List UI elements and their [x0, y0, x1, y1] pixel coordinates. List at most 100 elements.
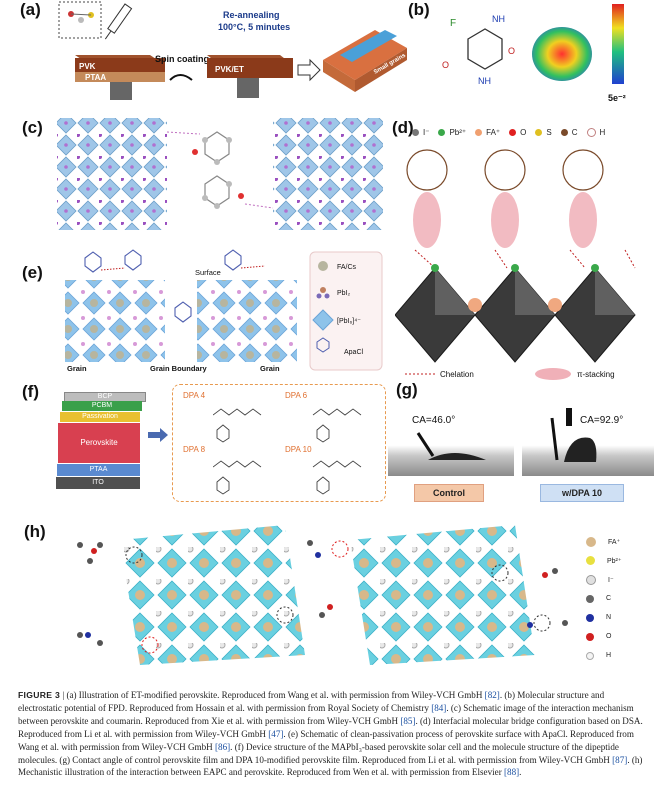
nh-text-top: NH: [492, 14, 505, 24]
panel-h-legend: FA⁺ Pb²⁺ I⁻ C N O H: [586, 532, 656, 665]
h-legend-h: H: [586, 646, 656, 665]
fa-sphere-icon: [586, 536, 596, 547]
grain-right-text: Grain: [260, 364, 280, 373]
f-atom-text: F: [450, 18, 456, 29]
caption-part: . (f) Device structure of the MAPbI₃-bas…: [18, 741, 619, 765]
chelation-text: Chelation: [440, 370, 474, 379]
caption-part: .: [519, 767, 522, 778]
panel-e-illustration: Surface Grain Grain Boundary Grain FA/Cs…: [65, 249, 383, 373]
layer-passivation: Passivation: [60, 412, 140, 422]
e-legend-pbi6-text: [PbI₆]⁴⁻: [337, 318, 361, 325]
caption-part: (a) Illustration of ET-modified perovski…: [66, 690, 485, 700]
e-legend-apacl-text: ApaCl: [344, 349, 364, 356]
h-legend-fa: FA⁺: [586, 532, 656, 551]
control-tag: Control: [414, 484, 484, 502]
hydrogen-icon: [586, 128, 596, 137]
figure-separator: |: [62, 690, 65, 700]
sulfur-icon: [535, 129, 543, 136]
caption-part: . (b) Molecular structure and electrosta…: [18, 690, 605, 713]
layer-ptaa: PTAA: [57, 464, 140, 476]
grain-boundary-text: Grain Boundary: [150, 364, 208, 373]
layer-pcbm: PCBM: [62, 401, 142, 411]
molecule-dpa6: DPA 6: [285, 391, 308, 400]
h-legend-i: I⁻: [586, 570, 656, 589]
citation-link[interactable]: [82]: [484, 690, 500, 700]
pb-sphere-icon: [586, 556, 595, 565]
caption-part: . (d) Interfacial molecular bridge confi…: [18, 715, 643, 739]
o-atom-text-left: O: [442, 60, 449, 70]
panel-d-legend: I⁻ Pb²⁺ FA⁺ O S C H: [412, 128, 605, 137]
arrow-right-icon: [148, 428, 168, 442]
dipeptide-structures: [213, 408, 362, 495]
fa-icon: [475, 129, 483, 136]
citation-link[interactable]: [87]: [612, 754, 628, 765]
citation-link[interactable]: [84]: [431, 702, 447, 713]
h-sphere-icon: [586, 651, 594, 660]
layer-ptaa-text: PTAA: [85, 73, 106, 82]
layer-pvk-text: PVK: [79, 62, 96, 71]
caption-part: . (h) Mechanistic illustration of the in…: [18, 754, 643, 778]
h-legend-pb: Pb²⁺: [586, 551, 656, 570]
layer-ito: ITO: [56, 477, 140, 489]
lead-icon: [438, 129, 446, 136]
e-legend-pbi2-text: PbI₂: [337, 290, 351, 297]
n-sphere-icon: [586, 613, 594, 622]
panel-h-label: (h): [24, 522, 46, 541]
panel-a-label: (a): [20, 0, 41, 19]
h-legend-o: O: [586, 627, 656, 646]
molecule-dpa8: DPA 8: [183, 445, 206, 454]
pi-stacking-text: π-stacking: [577, 370, 615, 379]
legend-lead: Pb²⁺: [438, 128, 466, 137]
esp-scale-min-text: 5e⁻²: [608, 93, 626, 103]
panel-g-label: (g): [396, 380, 418, 399]
contact-angle-dpa-image: CA=92.9°: [522, 408, 654, 476]
panel-c-illustration: [57, 118, 383, 230]
oxygen-icon: [509, 129, 517, 136]
citation-link[interactable]: [47]: [268, 728, 284, 739]
panel-a-illustration: PVK PTAA Spin coating PVK/ET Re-annealin…: [58, 1, 407, 100]
dipeptide-molecules-box: DPA 4 DPA 6 DPA 8 DPA 10: [172, 384, 386, 502]
legend-h: H: [586, 128, 605, 137]
layer-pvket-text: PVK/ET: [215, 65, 244, 74]
panel-d-label: (d): [392, 118, 414, 137]
citation-link[interactable]: [85]: [400, 715, 416, 726]
contact-angle-control-image: CA=46.0°: [388, 408, 514, 476]
panel-b-illustration: F NH NH O O 5e⁻²: [442, 4, 626, 103]
o-sphere-icon: [586, 632, 594, 641]
e-legend-facs-text: FA/Cs: [337, 264, 357, 271]
carbon-icon: [560, 129, 568, 136]
legend-fa: FA⁺: [475, 128, 500, 137]
panel-e-label: (e): [22, 263, 43, 282]
panel-h-illustration: [77, 525, 568, 665]
o-atom-text-right: O: [508, 46, 515, 56]
molecule-dpa4: DPA 4: [183, 391, 206, 400]
figure-number: FIGURE 3: [18, 690, 61, 700]
spin-coating-text: Spin coating: [155, 54, 209, 64]
i-sphere-icon: [586, 574, 596, 585]
legend-c: C: [560, 128, 578, 137]
caption-part: . (c) Schematic image of the interaction…: [18, 702, 634, 726]
panel-c-label: (c): [22, 118, 43, 137]
caption-part: . (e) Schematic of clean-passivation pro…: [18, 728, 634, 752]
nh-text-bottom: NH: [478, 76, 491, 86]
legend-s: S: [535, 128, 552, 137]
panel-f-label: (f): [22, 382, 39, 401]
ca-control-text: CA=46.0°: [412, 415, 456, 426]
grain-left-text: Grain: [67, 364, 87, 373]
legend-iodide: I⁻: [412, 128, 429, 137]
h-legend-n: N: [586, 608, 656, 627]
c-sphere-icon: [586, 594, 594, 603]
device-stack: BCP PCBM Passivation Perovskite PTAA ITO: [56, 392, 146, 502]
citation-link[interactable]: [86]: [215, 741, 231, 752]
panel-d-illustration: Chelation π-stacking: [395, 149, 636, 380]
molecule-dpa10: DPA 10: [285, 445, 312, 454]
dpa10-tag: w/DPA 10: [540, 484, 624, 502]
citation-link[interactable]: [88]: [504, 767, 520, 778]
iodide-icon: [412, 129, 419, 136]
ca-dpa-text: CA=92.9°: [580, 415, 624, 426]
legend-o: O: [509, 128, 526, 137]
layer-perovskite: Perovskite: [58, 423, 140, 463]
reannealing-condition-text: 100°C, 5 minutes: [218, 22, 290, 32]
h-legend-c: C: [586, 589, 656, 608]
panel-b-label: (b): [408, 0, 430, 19]
